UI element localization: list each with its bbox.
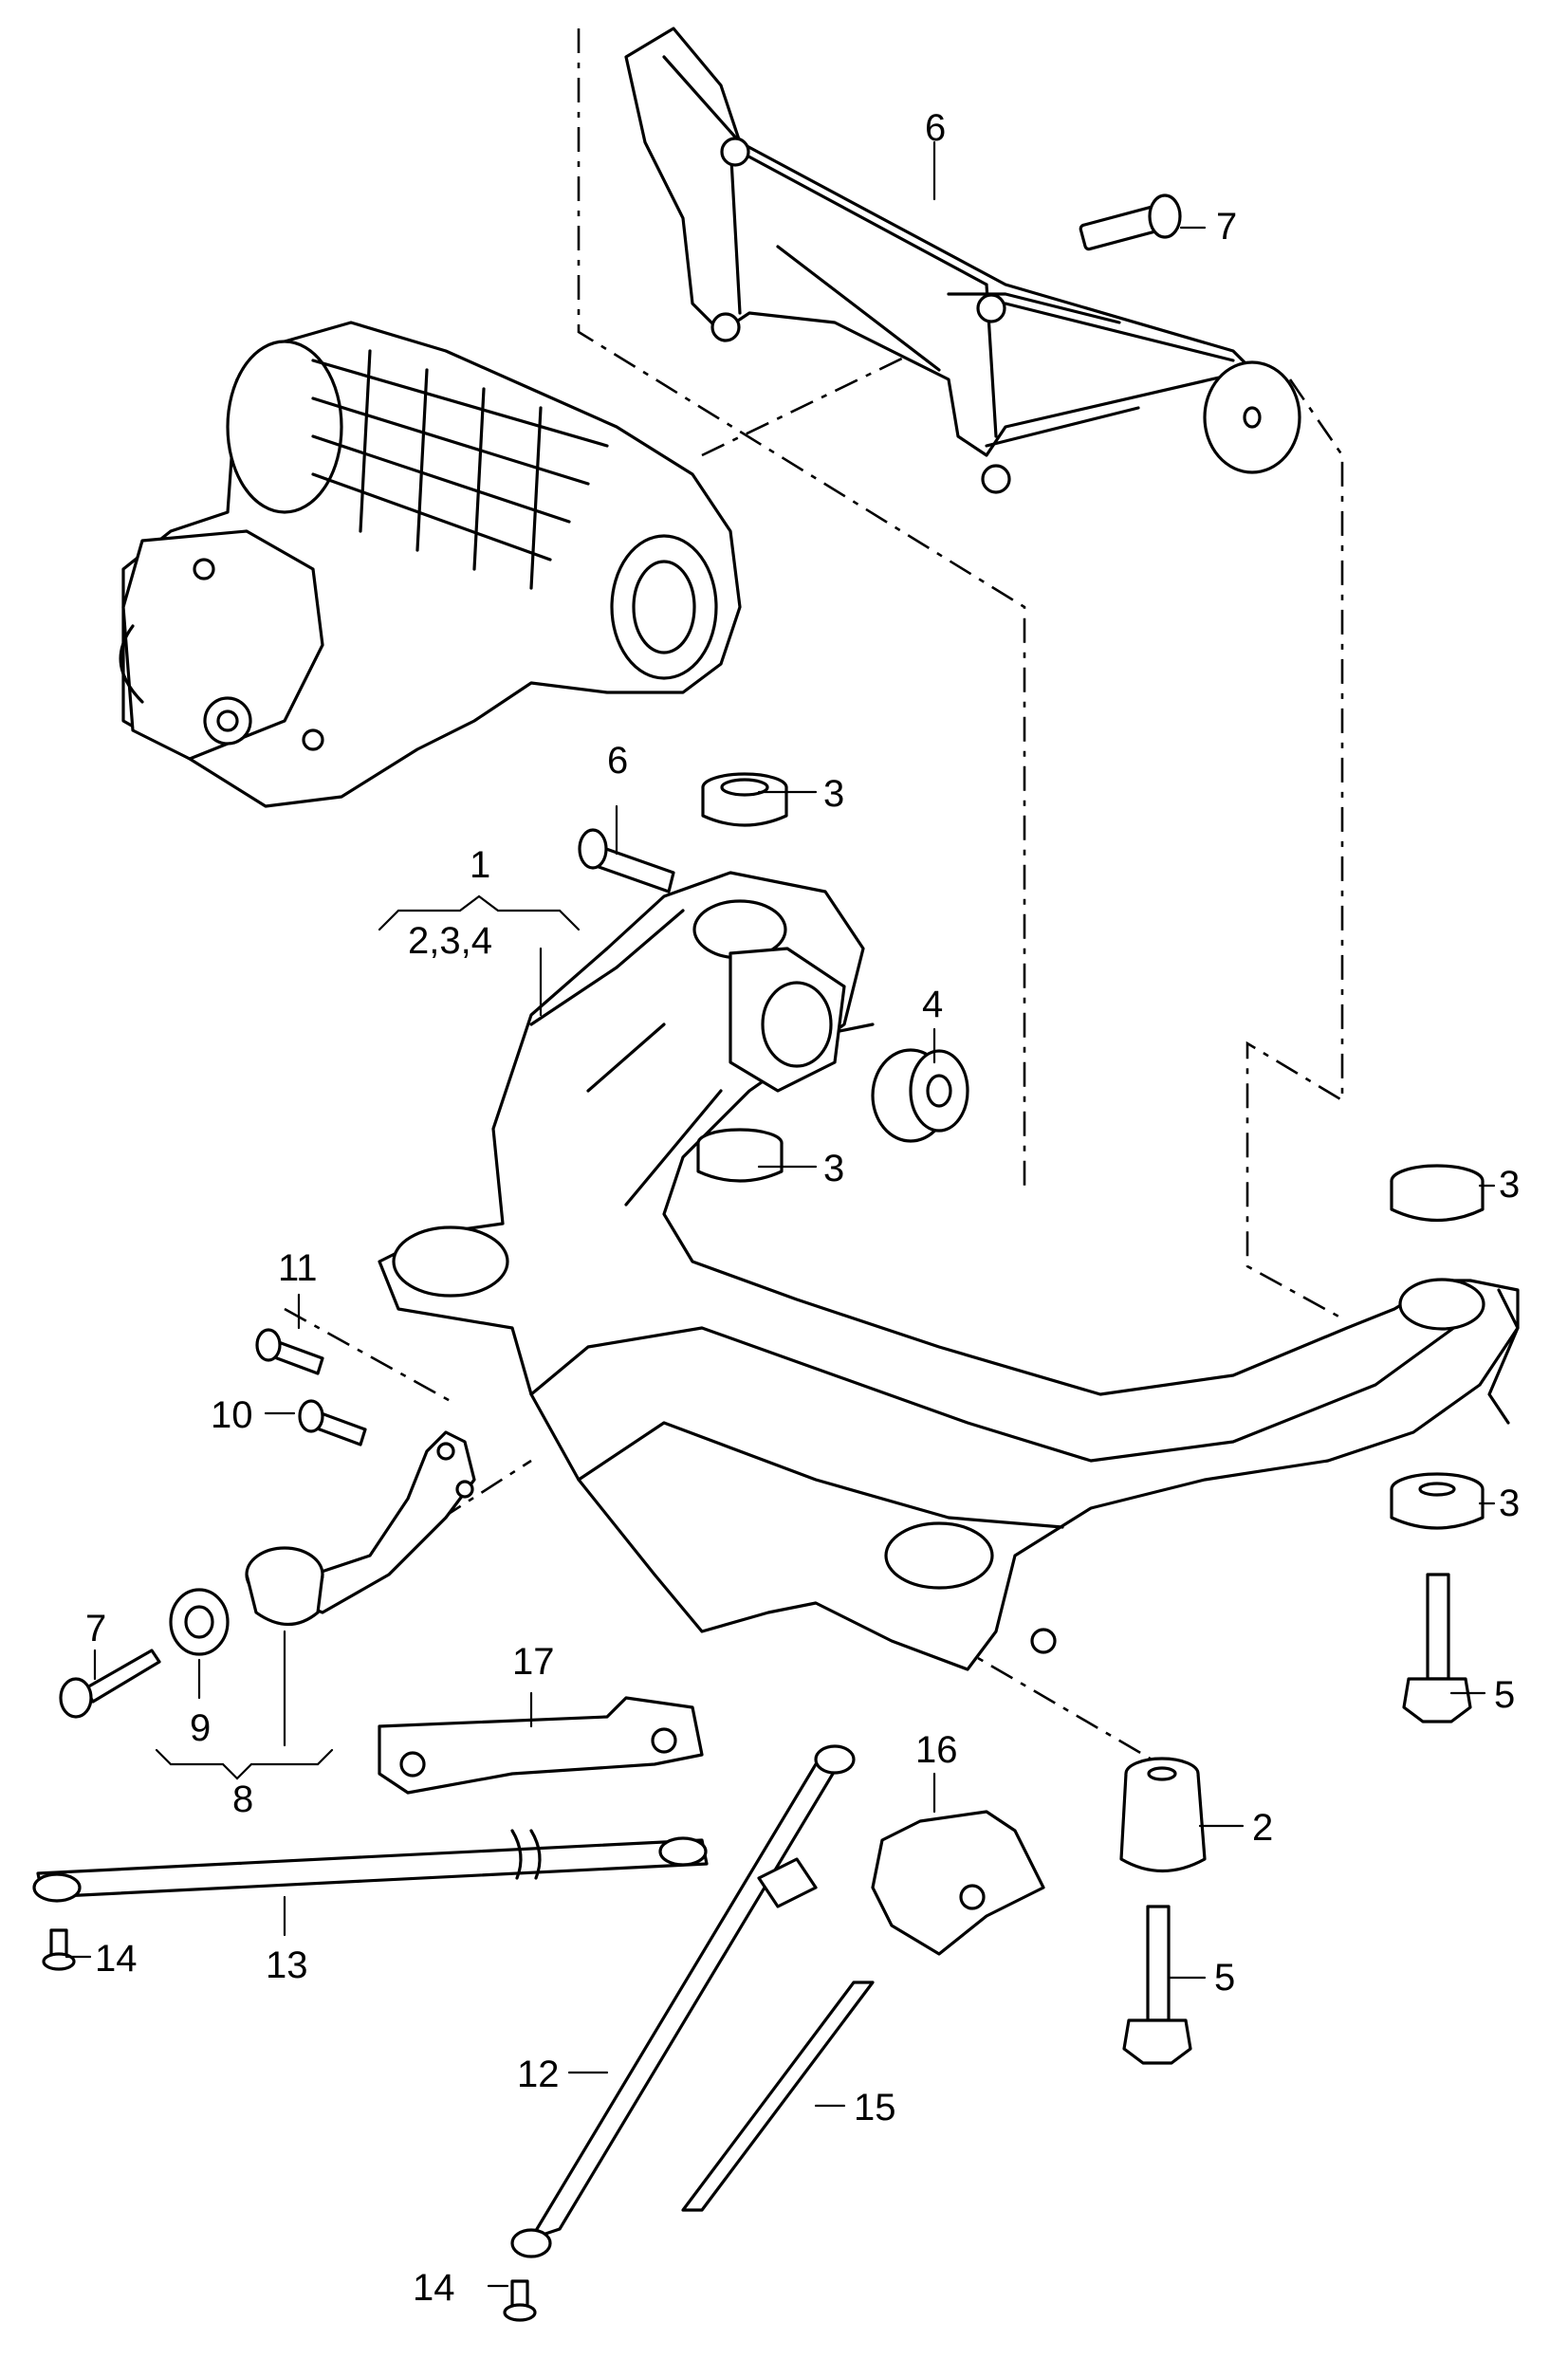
plate-17	[378, 1696, 704, 1795]
callout-3-c: 3	[1499, 1164, 1520, 1206]
callout-10: 10	[211, 1394, 253, 1436]
callout-1: 1	[470, 844, 490, 886]
rubber-mount-3-b	[696, 1128, 784, 1183]
rubber-mount-3-d	[1390, 1472, 1485, 1530]
callout-16: 16	[915, 1729, 958, 1771]
strut-13	[32, 1829, 709, 1903]
callout-11: 11	[278, 1247, 318, 1289]
callout-14-left: 14	[95, 1938, 138, 1980]
bolt-11	[255, 1328, 324, 1375]
bushing-9	[169, 1588, 230, 1656]
callout-3-a: 3	[823, 773, 844, 815]
brace-1	[378, 894, 581, 931]
bolt-7-top	[1079, 193, 1182, 251]
callout-12: 12	[517, 2054, 560, 2095]
callout-4: 4	[922, 984, 943, 1025]
callout-1-sub: 2,3,4	[408, 920, 492, 962]
callout-2: 2	[1252, 1807, 1273, 1849]
callout-6-lower: 6	[607, 740, 628, 782]
callout-3-d: 3	[1499, 1483, 1520, 1524]
callout-7-top: 7	[1216, 206, 1237, 248]
callout-14-bottom: 14	[413, 2267, 455, 2309]
callout-5-bottom: 5	[1214, 1957, 1235, 1999]
callout-3-b: 3	[823, 1148, 844, 1189]
assembly-guide-lines	[284, 28, 1344, 1776]
bushing-4	[871, 1048, 969, 1143]
bolt-10	[298, 1399, 367, 1446]
callout-13: 13	[266, 1944, 308, 1986]
subframe	[378, 871, 1520, 1671]
compressor-unit	[119, 321, 742, 808]
bolt-5-bottom	[1122, 1905, 1192, 2065]
callout-8: 8	[232, 1778, 253, 1820]
rear-frame-bracket	[624, 27, 1301, 494]
strut-12	[510, 1744, 856, 2258]
bolt-7-lower	[59, 1649, 161, 1719]
rubber-mount-3-c	[1390, 1164, 1485, 1223]
strip-15	[681, 1981, 875, 2212]
callout-15: 15	[854, 2087, 896, 2128]
callout-17: 17	[512, 1641, 555, 1683]
callout-7-lower: 7	[85, 1608, 106, 1649]
callout-5-right: 5	[1494, 1674, 1515, 1716]
bracket-16	[871, 1810, 1045, 1956]
callout-9: 9	[190, 1707, 211, 1749]
brace-8	[155, 1748, 334, 1780]
callout-6-top: 6	[925, 107, 946, 149]
rubber-mount-3-a	[701, 772, 788, 827]
bushing-8	[245, 1546, 324, 1626]
bolt-5-right	[1402, 1573, 1472, 1723]
bolt-6	[578, 828, 675, 894]
link-bracket	[273, 1430, 476, 1614]
bolt-14-bottom	[503, 2279, 537, 2322]
callout-labels: 6 7 6 3 1 2,3,4 4 3 3 11 10 3 7 17 9 5 1…	[85, 107, 1520, 2309]
leader-lines	[65, 140, 1496, 2288]
bolt-14-left	[42, 1928, 76, 1971]
bushing-2	[1119, 1757, 1207, 1873]
